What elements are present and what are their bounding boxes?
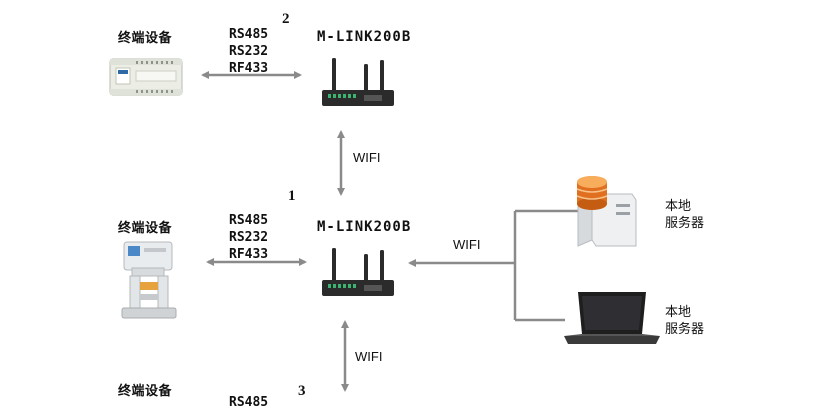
router-icon-top xyxy=(322,58,394,106)
terminal-device-label-middle: 终端设备 xyxy=(118,221,173,236)
terminal-device-label-bottom: 终端设备 xyxy=(118,384,173,399)
protocol-list-middle: RS485 RS232 RF433 xyxy=(229,212,268,263)
press-machine-icon xyxy=(121,241,177,319)
server-label-line1: 本地 xyxy=(665,305,692,320)
node-number-3: 3 xyxy=(298,383,306,399)
server-icon xyxy=(576,176,637,247)
protocol-rs232: RS232 xyxy=(229,44,269,59)
server-label-line1: 本地 xyxy=(665,199,692,214)
laptop-icon xyxy=(564,292,660,344)
server-label-line2: 服务器 xyxy=(665,216,705,231)
server-label-bottom: 本地 服务器 xyxy=(665,304,704,338)
protocol-rs232: RS232 xyxy=(229,230,269,245)
wifi-label-horizontal: WIFI xyxy=(453,237,481,252)
protocol-rf433: RF433 xyxy=(229,61,269,76)
server-label-line2: 服务器 xyxy=(665,322,705,337)
wifi-label-vertical-top: WIFI xyxy=(353,150,381,165)
router-icon-middle xyxy=(322,248,394,296)
connection-lines xyxy=(201,71,588,392)
protocol-rs485: RS485 xyxy=(229,213,269,228)
wifi-label-vertical-bottom: WIFI xyxy=(355,349,383,364)
protocol-list-bottom: RS485 xyxy=(229,394,268,411)
gateway-model-label-middle: M-LINK200B xyxy=(317,219,412,235)
plc-device-icon xyxy=(109,58,183,96)
gateway-model-label-top: M-LINK200B xyxy=(317,29,412,45)
server-label-top: 本地 服务器 xyxy=(665,198,704,232)
node-number-1: 1 xyxy=(288,188,296,204)
protocol-rs485: RS485 xyxy=(229,395,269,410)
protocol-rs485: RS485 xyxy=(229,27,269,42)
protocol-rf433: RF433 xyxy=(229,247,269,262)
node-number-2: 2 xyxy=(282,11,290,27)
protocol-list-top: RS485 RS232 RF433 xyxy=(229,26,268,77)
terminal-device-label-top: 终端设备 xyxy=(118,31,173,46)
